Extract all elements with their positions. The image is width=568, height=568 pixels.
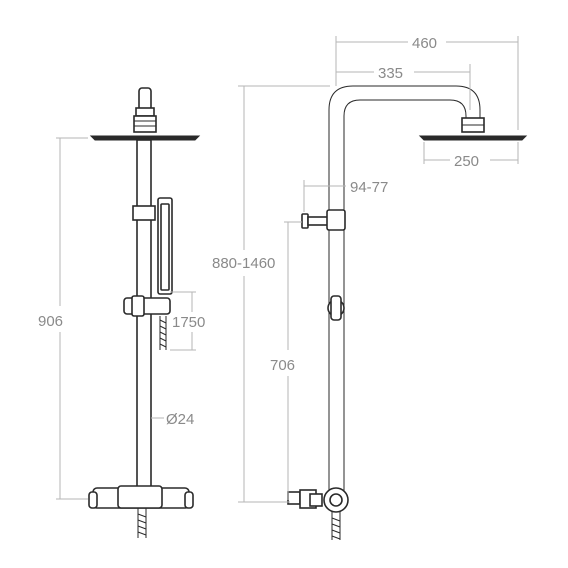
wall-offset-label: 94-77 bbox=[350, 179, 388, 196]
front-view bbox=[88, 87, 201, 538]
front-dimensions: 906 1750 Ø24 bbox=[38, 137, 205, 500]
side-dimensions: 460 335 250 94-77 880-1460 706 bbox=[212, 35, 519, 503]
side-bottom-outlet bbox=[331, 512, 341, 540]
front-center-block bbox=[117, 485, 163, 509]
arm-reach-label: 335 bbox=[378, 65, 403, 82]
front-slider-bracket bbox=[123, 297, 171, 315]
front-right-knob bbox=[184, 491, 194, 509]
side-wall-plate bbox=[301, 213, 309, 229]
pipe-diameter-label: Ø24 bbox=[166, 411, 194, 428]
front-head-joint bbox=[133, 115, 157, 133]
side-inlet-connector bbox=[309, 493, 323, 507]
front-slider-knob bbox=[131, 295, 145, 317]
adjustable-height-label: 880-1460 bbox=[212, 255, 275, 272]
side-pipe-outer bbox=[328, 85, 481, 505]
side-bracket-clamp bbox=[326, 209, 346, 231]
front-top-nut bbox=[135, 107, 155, 117]
side-pipe-inner bbox=[343, 99, 467, 505]
front-left-knob bbox=[88, 491, 98, 509]
hose-length-label: 1750 bbox=[172, 314, 205, 331]
front-hand-shower-inner bbox=[160, 203, 170, 291]
front-upper-bracket bbox=[132, 205, 156, 221]
side-slider-body bbox=[330, 295, 342, 321]
inlet-height-label: 706 bbox=[270, 357, 295, 374]
side-shower-head bbox=[418, 135, 528, 141]
side-view bbox=[287, 85, 528, 540]
front-shower-head bbox=[89, 135, 201, 141]
head-diameter-label: 250 bbox=[454, 153, 479, 170]
front-height-label: 906 bbox=[38, 313, 63, 330]
side-thermostat-core bbox=[329, 493, 343, 507]
total-width-label: 460 bbox=[412, 35, 437, 52]
front-top-connector bbox=[138, 87, 152, 111]
